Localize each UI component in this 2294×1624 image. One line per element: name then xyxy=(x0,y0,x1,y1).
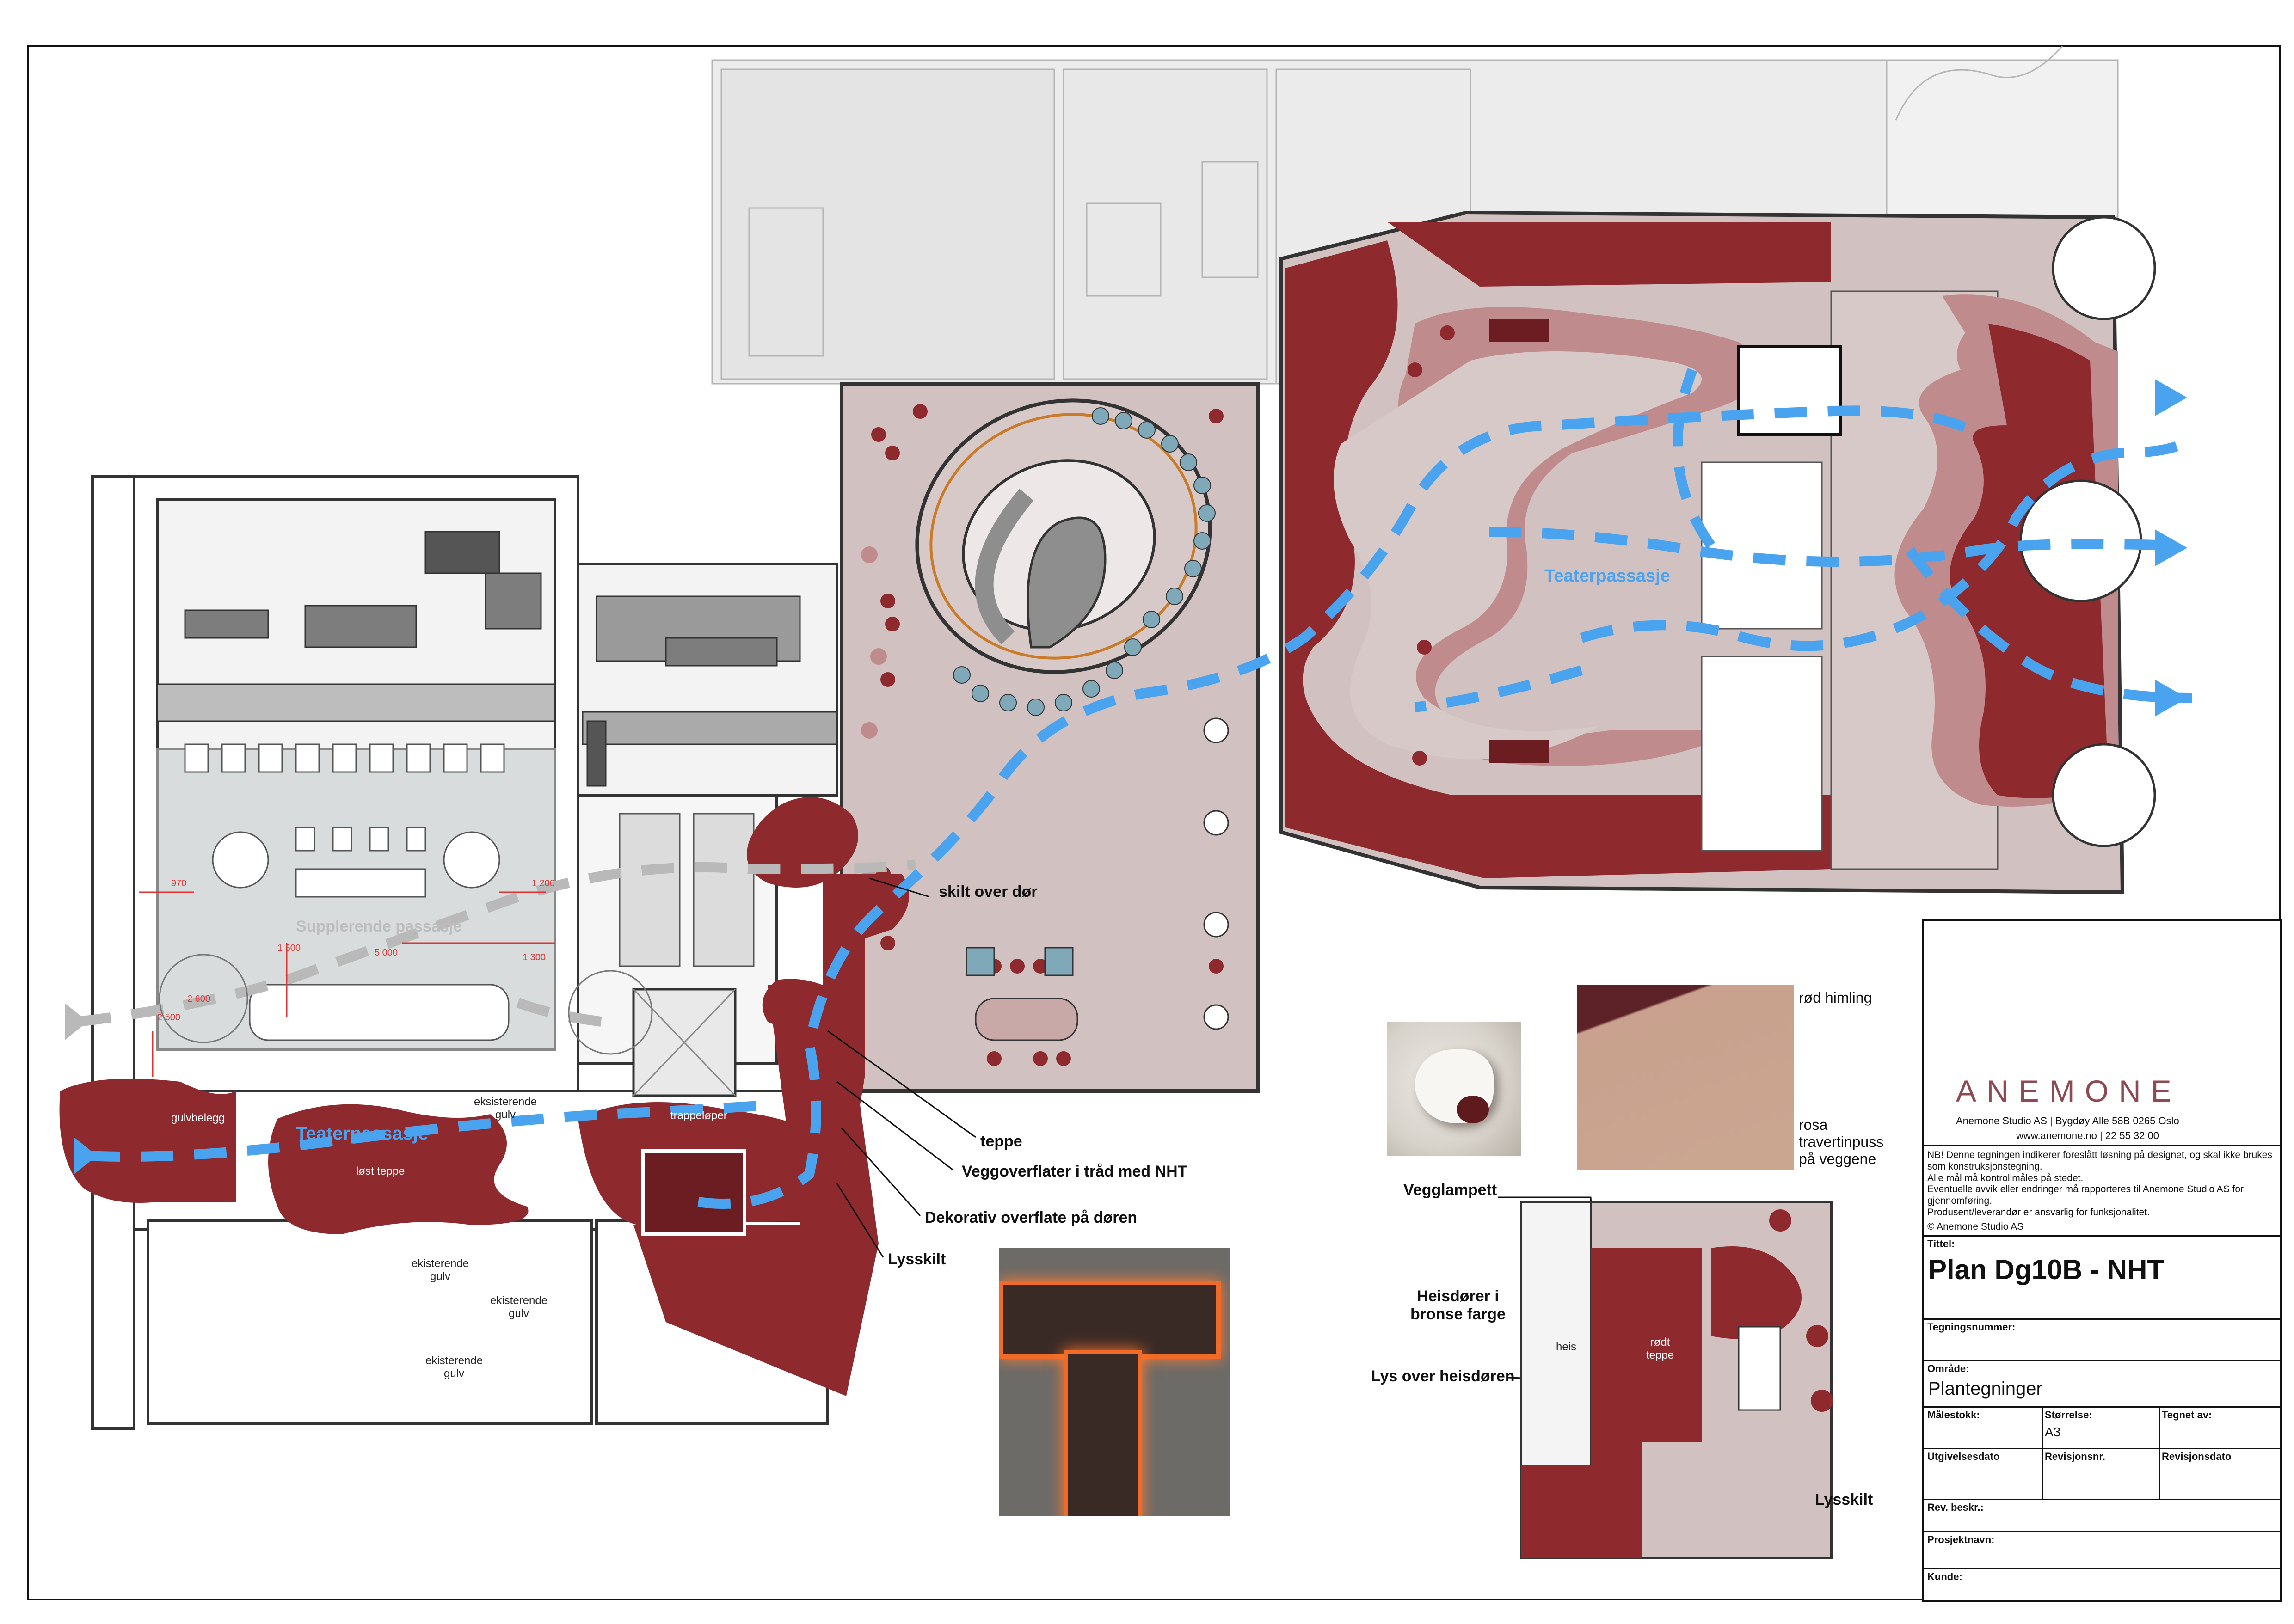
callout-skilt-over-dor: skilt over dør xyxy=(939,883,1038,901)
dimension-label: 5 000 xyxy=(375,948,398,958)
ceiling-wall-sample-photo xyxy=(1577,985,1794,1170)
callout-lys-over-heisdoren: Lys over heisdøren xyxy=(1371,1367,1515,1385)
scale-row xyxy=(1924,1406,2280,1408)
malestokk-label: Målestokk: xyxy=(1927,1409,1980,1421)
gulvbelegg-label: gulvbelegg xyxy=(171,1112,225,1124)
sconce-red-detail xyxy=(1457,1096,1489,1123)
callout-rosa-travertin: rosa travertinpuss på veggene xyxy=(1799,1116,1884,1167)
callout-veggoverflater: Veggoverflater i tråd med NHT xyxy=(962,1163,1187,1180)
kitchen-equipment xyxy=(156,531,838,787)
central-room xyxy=(840,382,1260,1093)
revisjonsnr-label: Revisjonsnr. xyxy=(2045,1451,2105,1462)
wall-sconce-photo xyxy=(1387,1022,1521,1156)
company-web-phone: www.anemone.no | 22 55 32 00 xyxy=(2016,1130,2159,1141)
drawing-title: Plan Dg10B - NHT xyxy=(1928,1254,2165,1285)
carpet-zones xyxy=(59,797,909,1396)
lost-teppe-label: løst teppe xyxy=(356,1165,405,1177)
callout-vegglampett: Vegglampett xyxy=(1403,1181,1497,1199)
callout-dekorativ: Dekorativ overflate på døren xyxy=(925,1209,1138,1226)
tegnet-av-label: Tegnet av: xyxy=(2162,1409,2212,1421)
note-row xyxy=(1924,1145,2280,1146)
dimension-label: 2 500 xyxy=(157,1012,181,1023)
trappeloper-label: trappeløper xyxy=(670,1109,727,1122)
sheet-border xyxy=(27,45,2281,1600)
grey-path-arrow xyxy=(65,1003,88,1040)
supplerende-passasje-label: Supplerende passasje xyxy=(296,918,462,935)
revisjonsdato-label: Revisjonsdato xyxy=(2162,1451,2232,1462)
storrelse-label: Størrelse: xyxy=(2045,1409,2092,1421)
dimension-label: 2 600 xyxy=(187,994,211,1004)
elevator-core xyxy=(632,988,737,1097)
dimension-label: 1 500 xyxy=(277,943,301,953)
rev-row xyxy=(1924,1499,2280,1500)
dimension-label: 970 xyxy=(171,878,187,889)
size-value: A3 xyxy=(2045,1425,2061,1439)
company-address: Anemone Studio AS | Bygdøy Alle 58B 0265… xyxy=(1956,1115,2179,1127)
callout-teppe: teppe xyxy=(980,1133,1022,1150)
callout-rod-himling: rød himling xyxy=(1799,989,1872,1006)
title-row xyxy=(1924,1235,2280,1237)
blue-theatre-path xyxy=(87,368,2192,1209)
tegningsnummer-label: Tegningsnummer: xyxy=(1927,1321,2016,1333)
callout-heisdorer: Heisdører i bronse farge xyxy=(1410,1287,1506,1324)
blue-path-arrows xyxy=(74,379,2187,1174)
date-row xyxy=(1924,1448,2280,1449)
eksisterende-gulv-label-3: ekisterende gulv xyxy=(490,1294,548,1320)
eksisterende-gulv-label-2: ekisterende gulv xyxy=(412,1257,469,1283)
callout-lysskilt: Lysskilt xyxy=(888,1250,946,1268)
teaterpassasje-label-main: Teaterpassasje xyxy=(1544,566,1670,586)
prosjektnavn-label: Prosjektnavn: xyxy=(1927,1534,1995,1545)
callout-lysskilt-detail: Lysskilt xyxy=(1815,1491,1873,1508)
neon-t-top xyxy=(999,1281,1221,1359)
company-logo-text: ANEMONE xyxy=(1956,1074,2182,1108)
utgivelsesdato-label: Utgivelsesdato xyxy=(1927,1451,2000,1462)
detail-plan xyxy=(1520,1201,1833,1559)
neon-t-stem xyxy=(1064,1350,1142,1516)
disclaimer-note: NB! Denne tegningen indikerer foreslått … xyxy=(1927,1150,2272,1218)
rev-beskr-label: Rev. beskr.: xyxy=(1927,1501,1984,1513)
title-block: ANEMONE Anemone Studio AS | Bygdøy Alle … xyxy=(1922,919,2282,1602)
area-row xyxy=(1924,1360,2280,1361)
project-row xyxy=(1924,1531,2280,1532)
tittel-label: Tittel: xyxy=(1927,1238,1955,1250)
dimension-label: 1 200 xyxy=(532,878,555,889)
scale-divider-2 xyxy=(2159,1406,2160,1499)
dimension-label: 1 300 xyxy=(523,952,546,962)
rodt-teppe-label: rødt teppe xyxy=(1646,1336,1674,1361)
teaterpassasje-label-lower: Teaterpassasje xyxy=(296,1123,429,1144)
dimension-lines xyxy=(139,891,653,1077)
kunde-label: Kunde: xyxy=(1927,1571,1962,1582)
eksisterende-gulv-label-1: eksisterende gulv xyxy=(474,1096,537,1121)
neon-sign-photo xyxy=(999,1248,1230,1516)
scale-divider-1 xyxy=(2042,1406,2043,1499)
copyright: © Anemone Studio AS xyxy=(1927,1221,2024,1232)
heis-label: heis xyxy=(1556,1341,1577,1353)
dining-furniture xyxy=(184,743,755,1041)
omrade-label: Område: xyxy=(1927,1363,1969,1374)
client-row xyxy=(1924,1568,2280,1569)
area-value: Plantegninger xyxy=(1928,1379,2042,1399)
grey-supplementary-path xyxy=(78,859,916,1027)
eksisterende-gulv-label-4: ekisterende gulv xyxy=(425,1354,483,1380)
drawing-number-row xyxy=(1924,1318,2280,1320)
